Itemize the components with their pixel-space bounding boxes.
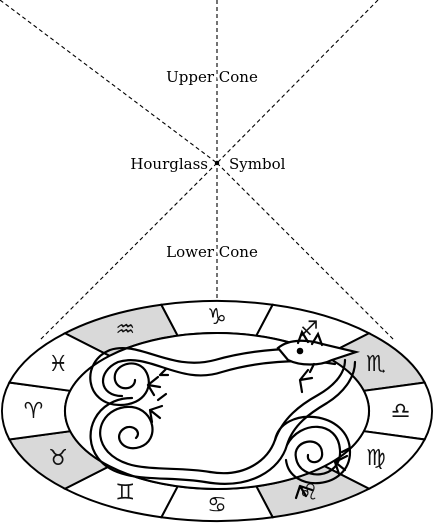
zodiac-ring: ♒♑♐♏♎♍♌♋♊♉♈♓ <box>1 299 433 523</box>
hourglass-label: Hourglass <box>130 155 208 173</box>
upper-cone-right-line <box>216 0 379 164</box>
aquarius-icon: ♒ <box>115 318 135 343</box>
libra-icon: ♎ <box>391 399 411 424</box>
taurus-icon: ♉ <box>48 446 68 471</box>
lower-cone-label: Lower Cone <box>166 243 258 261</box>
pisces-icon: ♓ <box>48 352 68 377</box>
cancer-icon: ♋ <box>207 493 227 518</box>
dragon-ouroboros-icon <box>89 329 361 500</box>
inner-oval <box>64 332 370 490</box>
virgo-icon: ♍ <box>366 446 386 471</box>
symbol-label: Symbol <box>229 155 286 173</box>
scorpio-icon: ♏ <box>366 352 386 377</box>
upper-cone-left-line <box>0 0 218 164</box>
upper-cone-label: Upper Cone <box>166 68 258 86</box>
hourglass-center-point <box>214 160 220 166</box>
gemini-icon: ♊ <box>115 480 135 505</box>
hourglass-cones <box>0 0 395 341</box>
capricorn-icon: ♑ <box>207 305 227 330</box>
aries-icon: ♈ <box>24 399 44 424</box>
